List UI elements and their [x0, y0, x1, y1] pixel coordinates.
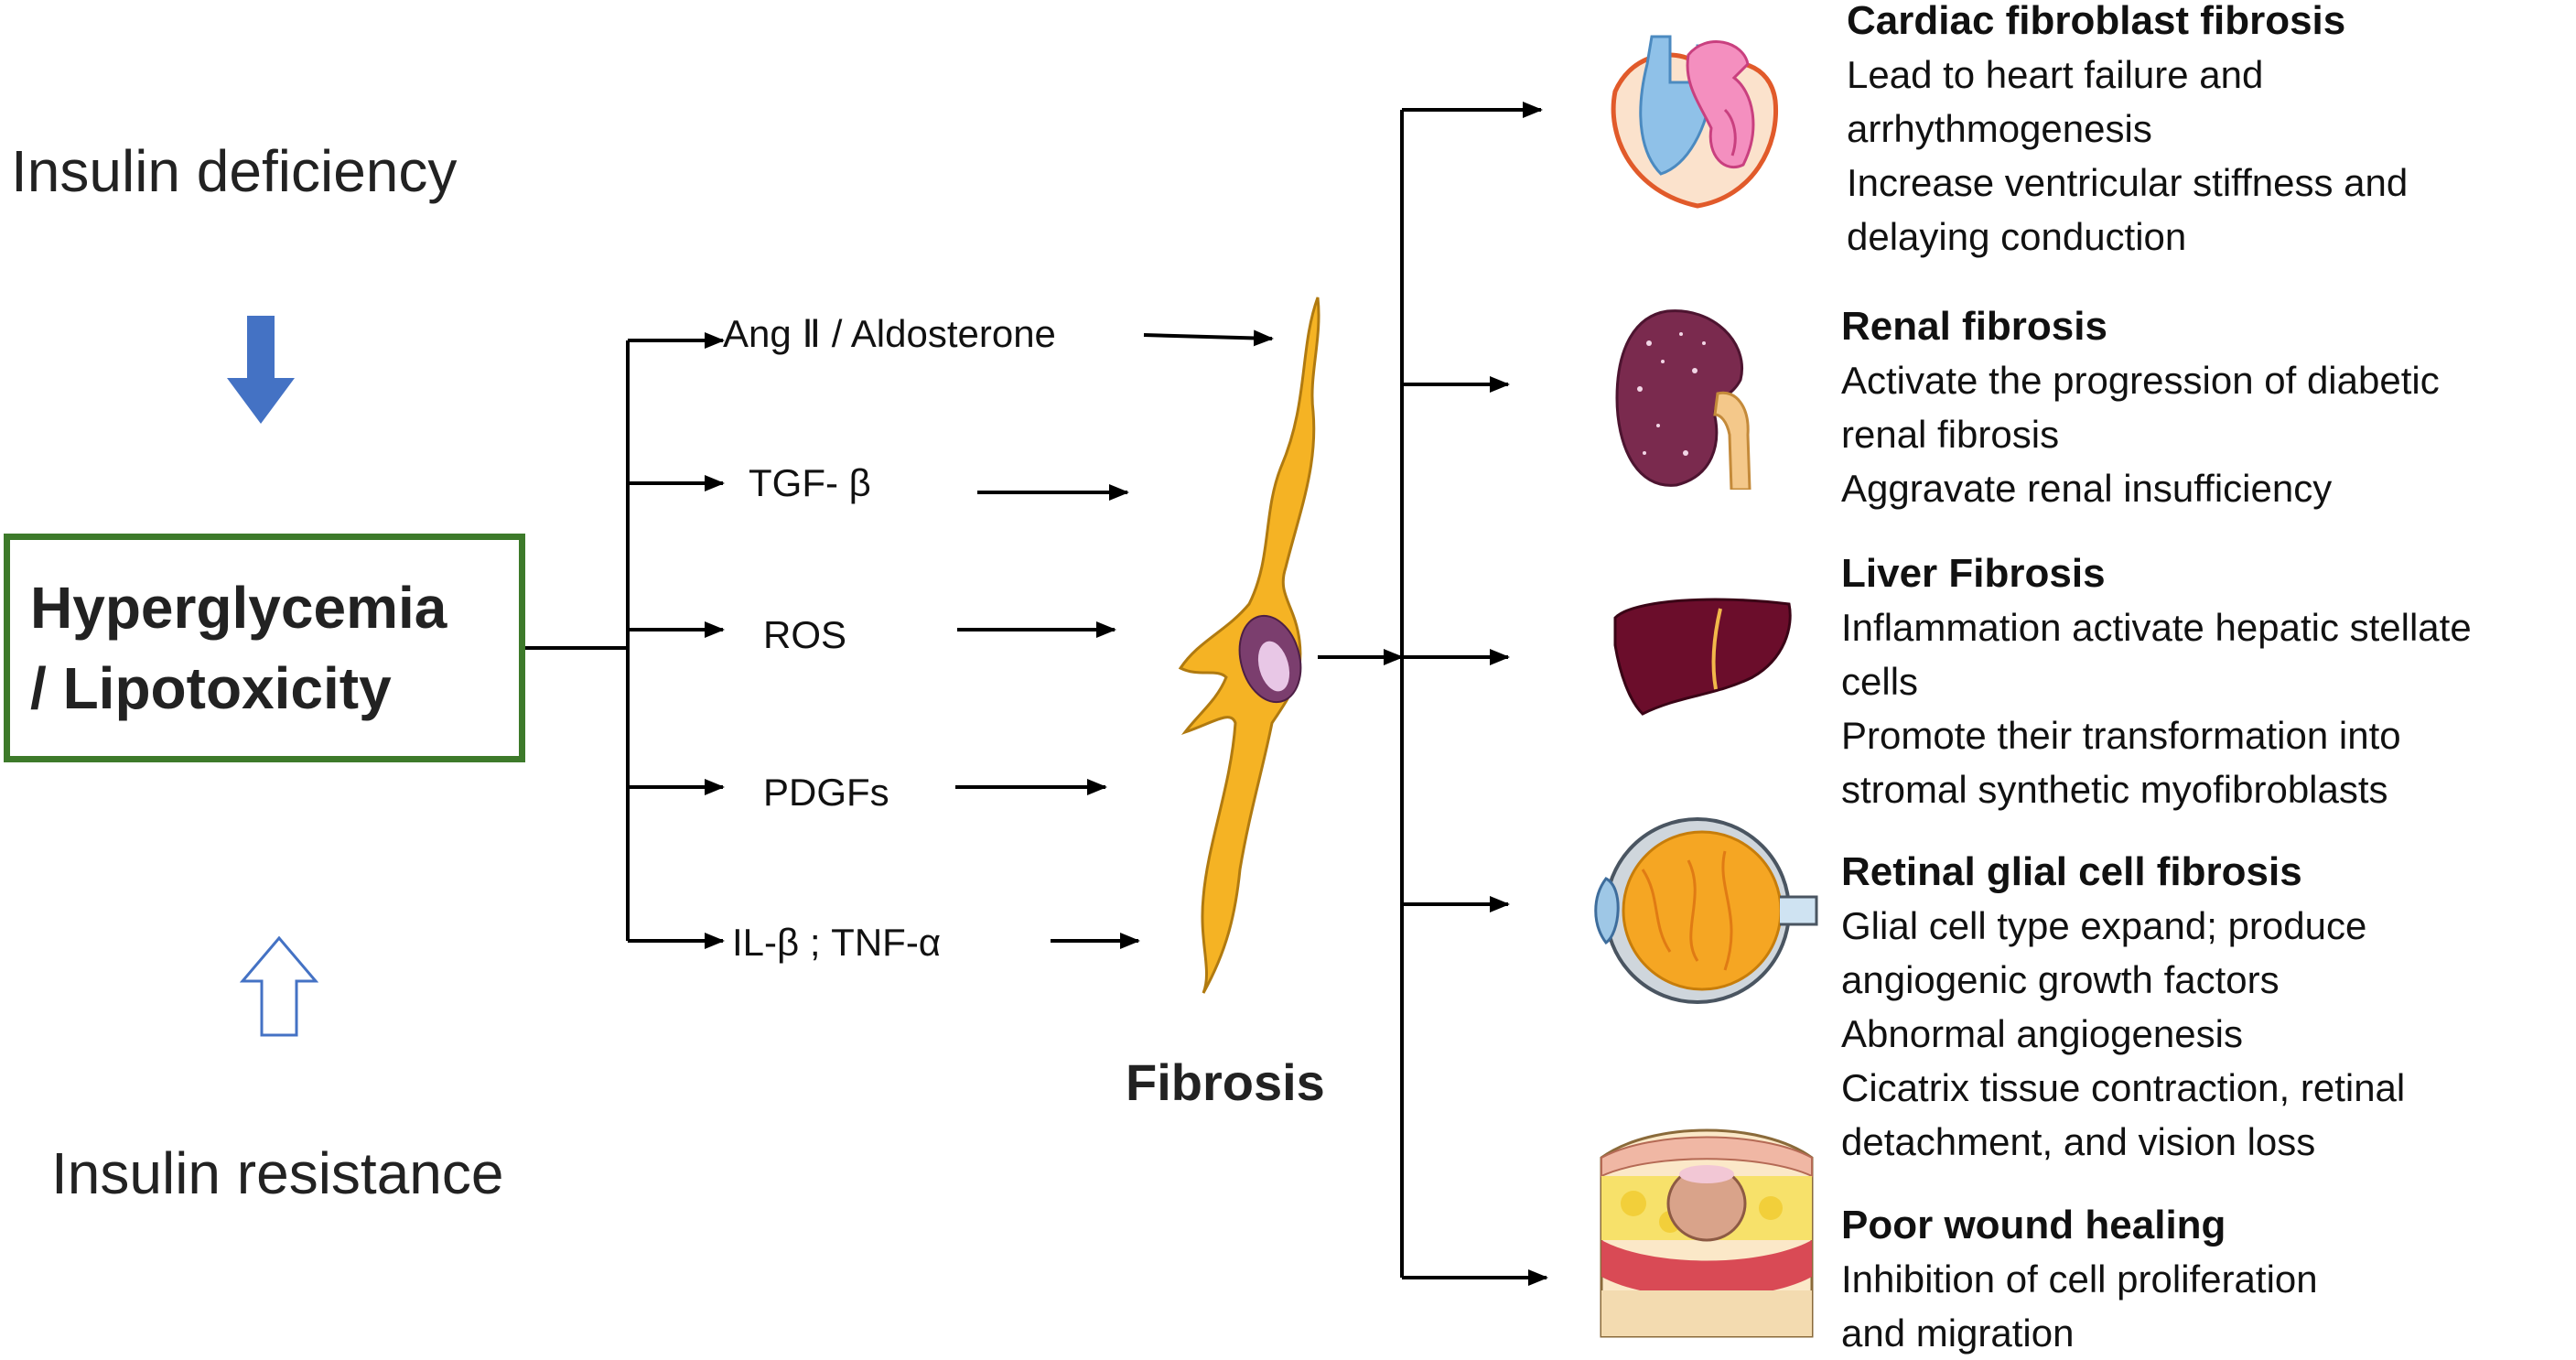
- mediator-ros: ROS: [763, 613, 847, 656]
- organ-title-retinal: Retinal glial cell fibrosis: [1841, 849, 2302, 894]
- organ-line: Inflammation activate hepatic stellate: [1841, 606, 2472, 649]
- eye-icon: [1594, 817, 1818, 1004]
- organ-line: Promote their transformation into: [1841, 714, 2401, 757]
- organ-liver: Liver Fibrosis Inflammation activate hep…: [1841, 547, 2472, 816]
- kidney-icon: [1615, 309, 1751, 490]
- fibrosis-label: Fibrosis: [1126, 1053, 1325, 1111]
- organ-line: Inhibition of cell proliferation: [1841, 1257, 2318, 1301]
- organ-line: renal fibrosis: [1841, 413, 2060, 456]
- organ-cardiac: Cardiac fibroblast fibrosis Lead to hear…: [1847, 0, 2408, 264]
- hyperglycemia-lipotoxicity-box: Hyperglycemia / Lipotoxicity: [4, 534, 525, 762]
- mediator-ang-aldosterone: Ang Ⅱ / Aldosterone: [723, 312, 1056, 355]
- mediator-tgf-beta: TGF- β: [749, 461, 871, 504]
- skin-wound-icon: [1600, 1128, 1814, 1338]
- organ-title-renal: Renal fibrosis: [1841, 304, 2107, 349]
- heart-icon: [1611, 35, 1779, 209]
- liver-icon: [1613, 598, 1792, 716]
- insulin-deficiency-label: Insulin deficiency: [11, 138, 458, 204]
- organ-line: cells: [1841, 660, 1919, 703]
- solid-down-arrow-icon: [227, 316, 295, 424]
- organ-line: Increase ventricular stiffness and: [1847, 161, 2409, 204]
- center-box-line1: Hyperglycemia: [30, 575, 447, 641]
- organ-line: detachment, and vision loss: [1841, 1120, 2316, 1163]
- organ-wound: Poor wound healing Inhibition of cell pr…: [1841, 1199, 2318, 1360]
- organ-line: Activate the progression of diabetic: [1841, 359, 2440, 402]
- organ-line: and migration: [1841, 1311, 2075, 1355]
- hollow-up-arrow-icon: [240, 935, 318, 1037]
- fibroblast-cell-icon: [1178, 297, 1320, 994]
- organ-line: Abnormal angiogenesis: [1841, 1012, 2243, 1055]
- insulin-resistance-label: Insulin resistance: [51, 1140, 504, 1206]
- organ-retinal: Retinal glial cell fibrosis Glial cell t…: [1841, 846, 2405, 1169]
- organ-line: Aggravate renal insufficiency: [1841, 467, 2333, 510]
- organ-title-cardiac: Cardiac fibroblast fibrosis: [1847, 0, 2346, 43]
- mediator-pdgfs: PDGFs: [763, 771, 889, 814]
- center-box-line2: / Lipotoxicity: [30, 655, 392, 721]
- organ-line: Glial cell type expand; produce: [1841, 904, 2367, 947]
- organ-title-liver: Liver Fibrosis: [1841, 551, 2106, 596]
- organ-line: Lead to heart failure and: [1847, 53, 2264, 96]
- mediator-il-tnf: IL-β ; TNF-α: [732, 921, 942, 964]
- organ-line: arrhythmogenesis: [1847, 107, 2152, 150]
- organ-title-wound: Poor wound healing: [1841, 1203, 2226, 1247]
- organ-renal: Renal fibrosis Activate the progression …: [1841, 300, 2440, 515]
- organ-line: angiogenic growth factors: [1841, 958, 2280, 1001]
- organ-line: delaying conduction: [1847, 215, 2187, 258]
- organ-line: stromal synthetic myofibroblasts: [1841, 768, 2388, 811]
- organ-line: Cicatrix tissue contraction, retinal: [1841, 1066, 2406, 1109]
